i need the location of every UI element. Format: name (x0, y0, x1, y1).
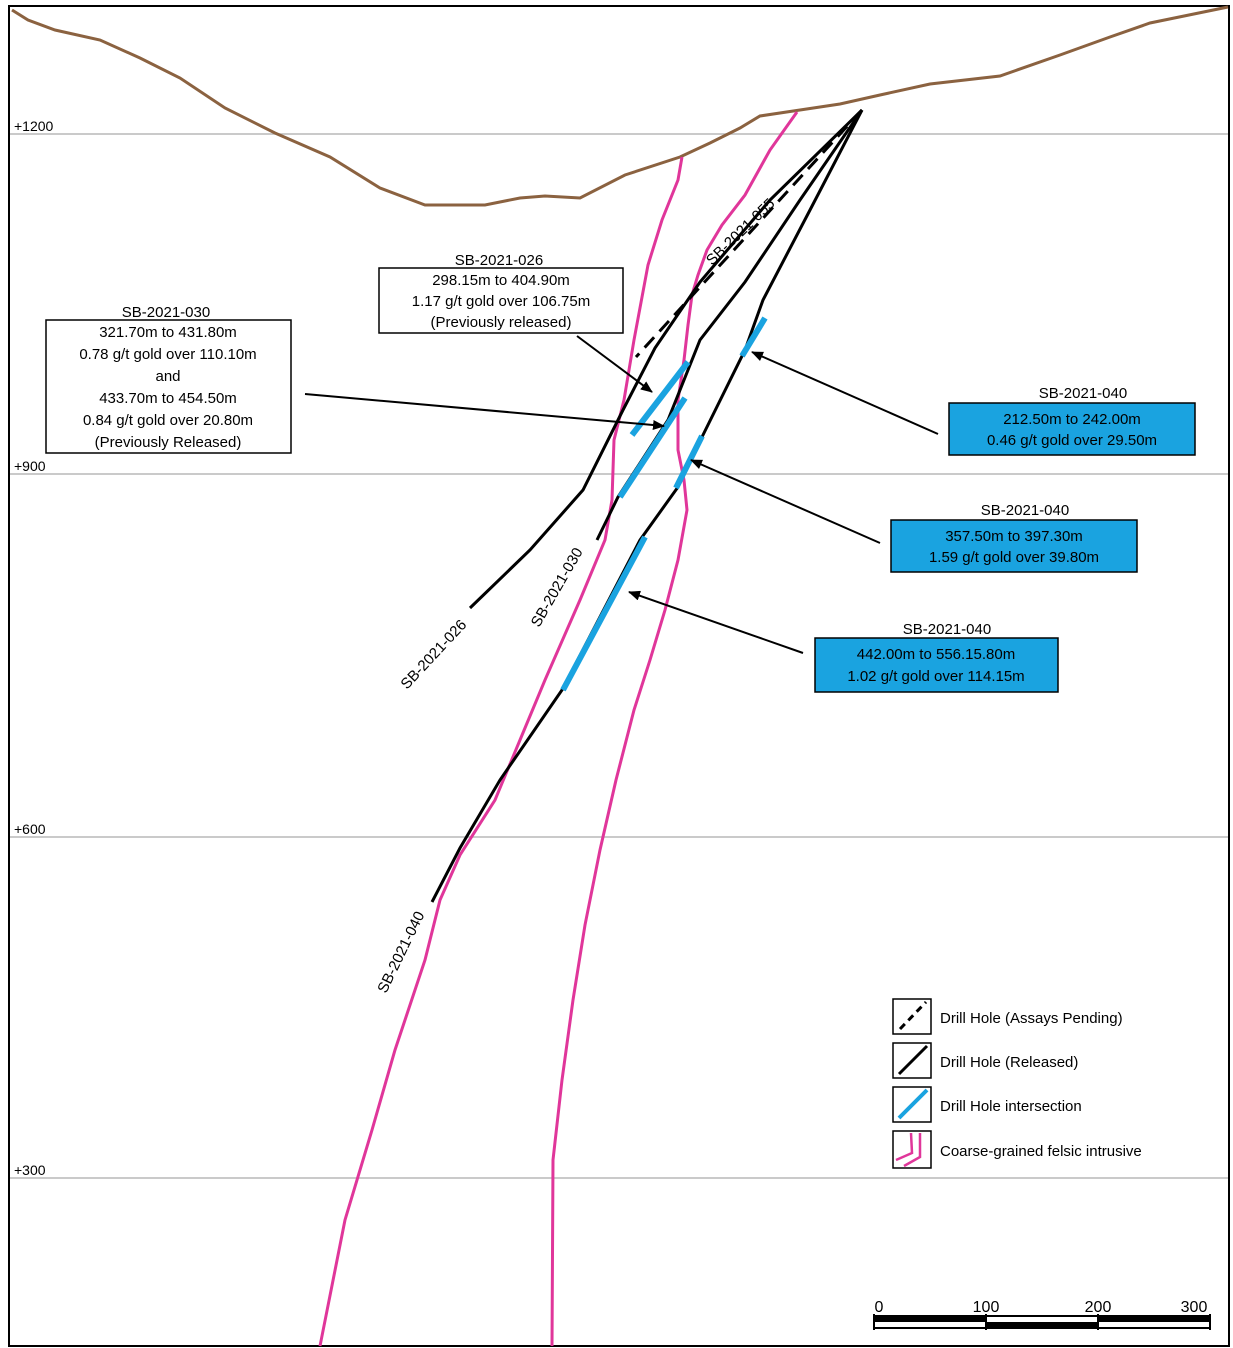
callout-040-c-title: SB-2021-040 (903, 621, 991, 638)
callout-030-line-5: 0.84 g/t gold over 20.80m (83, 412, 253, 429)
callout-040-a-box (948, 402, 1196, 456)
legend-pending-icon (898, 1000, 928, 1031)
scale-label-100: 100 (973, 1299, 1000, 1316)
scale-bar-segment-3 (1098, 1316, 1210, 1322)
callout-040-b-box (890, 519, 1138, 573)
callout-040-a-title: SB-2021-040 (1039, 385, 1127, 402)
intrusive-contact-east (550, 111, 799, 1347)
elevation-label-900: +900 (14, 458, 46, 474)
intersection-030 (617, 396, 688, 499)
map-frame (8, 5, 1230, 1347)
callout-040-b-line-1: 357.50m to 397.30m (945, 528, 1083, 545)
scale-bar-segment-2 (986, 1322, 1098, 1328)
callout-040-b-line-2: 1.59 g/t gold over 39.80m (929, 549, 1099, 566)
callout-026: SB-2021-026 298.15m to 404.90m 1.17 g/t … (378, 252, 624, 334)
intersection-040-c (560, 535, 648, 692)
legend-label-intersection: Drill Hole intersection (940, 1098, 1082, 1115)
callout-030-title: SB-2021-030 (122, 304, 210, 321)
legend-label-released: Drill Hole (Released) (940, 1054, 1078, 1071)
callout-030-line-4: 433.70m to 454.50m (99, 390, 237, 407)
scale-label-0: 0 (875, 1299, 884, 1316)
legend-item-released: Drill Hole (Released) (892, 1042, 1078, 1079)
drill-hole-055-pending (634, 108, 864, 359)
callout-026-line-3: (Previously released) (431, 314, 572, 331)
scale-bar-segment-1 (874, 1316, 986, 1322)
arrow-026 (576, 335, 653, 393)
arrow-040-a (751, 351, 939, 435)
callout-040-b-title: SB-2021-040 (981, 502, 1069, 519)
callout-040-a-line-2: 0.46 g/t gold over 29.50m (987, 432, 1157, 449)
drill-hole-label-040: SB-2021-040 (374, 909, 428, 996)
scale-bar: 0 100 200 300 (873, 1299, 1211, 1330)
legend-item-pending: Drill Hole (Assays Pending) (892, 998, 1123, 1035)
callout-040-c-box (814, 637, 1059, 693)
legend-item-intrusive: Coarse-grained felsic intrusive (892, 1130, 1142, 1169)
intersection-026 (629, 360, 691, 437)
callout-040-c-line-2: 1.02 g/t gold over 114.15m (847, 668, 1024, 685)
callout-040-a: SB-2021-040 212.50m to 242.00m 0.46 g/t … (948, 385, 1196, 456)
legend-label-pending: Drill Hole (Assays Pending) (940, 1010, 1123, 1027)
topography-line (11, 5, 1229, 207)
arrow-040-c (628, 590, 804, 654)
intersection-040-a (739, 316, 768, 358)
elevation-label-1200: +1200 (14, 118, 54, 134)
legend-intersection-icon (897, 1088, 929, 1120)
callout-040-a-line-1: 212.50m to 242.00m (1003, 411, 1141, 428)
legend-intrusive-icon-b (903, 1133, 922, 1168)
callout-040-c-line-1: 442.00m to 556.15.80m (857, 646, 1015, 663)
scale-label-200: 200 (1085, 1299, 1112, 1316)
callout-arrows (304, 335, 939, 654)
legend-released-icon (897, 1044, 929, 1076)
callout-030-line-6: (Previously Released) (95, 434, 242, 451)
intrusive-contact-west (318, 156, 684, 1347)
drill-hole-label-055: SB-2021-055 (703, 195, 778, 269)
callout-030-box (45, 319, 292, 454)
drill-hole-label-026: SB-2021-026 (397, 616, 470, 692)
elevation-label-600: +600 (14, 821, 46, 837)
legend-item-intersection: Drill Hole intersection (892, 1086, 1082, 1123)
callout-040-c: SB-2021-040 442.00m to 556.15.80m 1.02 g… (814, 621, 1059, 693)
drill-hole-026 (468, 108, 864, 610)
callout-030-line-1: 321.70m to 431.80m (99, 324, 237, 341)
legend-intrusive-icon-a (895, 1132, 914, 1162)
callout-026-box (378, 267, 624, 334)
callout-030-line-2: 0.78 g/t gold over 110.10m (79, 346, 256, 363)
callout-026-line-2: 1.17 g/t gold over 106.75m (412, 293, 590, 310)
elevation-grid (10, 133, 1228, 1179)
drill-hole-030 (595, 109, 864, 541)
callout-030: SB-2021-030 321.70m to 431.80m 0.78 g/t … (45, 304, 292, 454)
arrow-030 (304, 393, 665, 431)
callout-040-b: SB-2021-040 357.50m to 397.30m 1.59 g/t … (890, 502, 1138, 573)
drill-hole-label-030: SB-2021-030 (528, 545, 587, 630)
callout-030-line-3: and (155, 368, 180, 385)
intersection-040-b (673, 434, 705, 490)
legend: Drill Hole (Assays Pending) Drill Hole (… (892, 998, 1142, 1169)
legend-label-intrusive: Coarse-grained felsic intrusive (940, 1143, 1142, 1160)
scale-label-300: 300 (1181, 1299, 1208, 1316)
arrow-040-b (690, 459, 881, 544)
callout-026-title: SB-2021-026 (455, 252, 543, 269)
intersections (560, 316, 768, 692)
callout-026-line-1: 298.15m to 404.90m (432, 272, 570, 289)
elevation-label-300: +300 (14, 1162, 46, 1178)
